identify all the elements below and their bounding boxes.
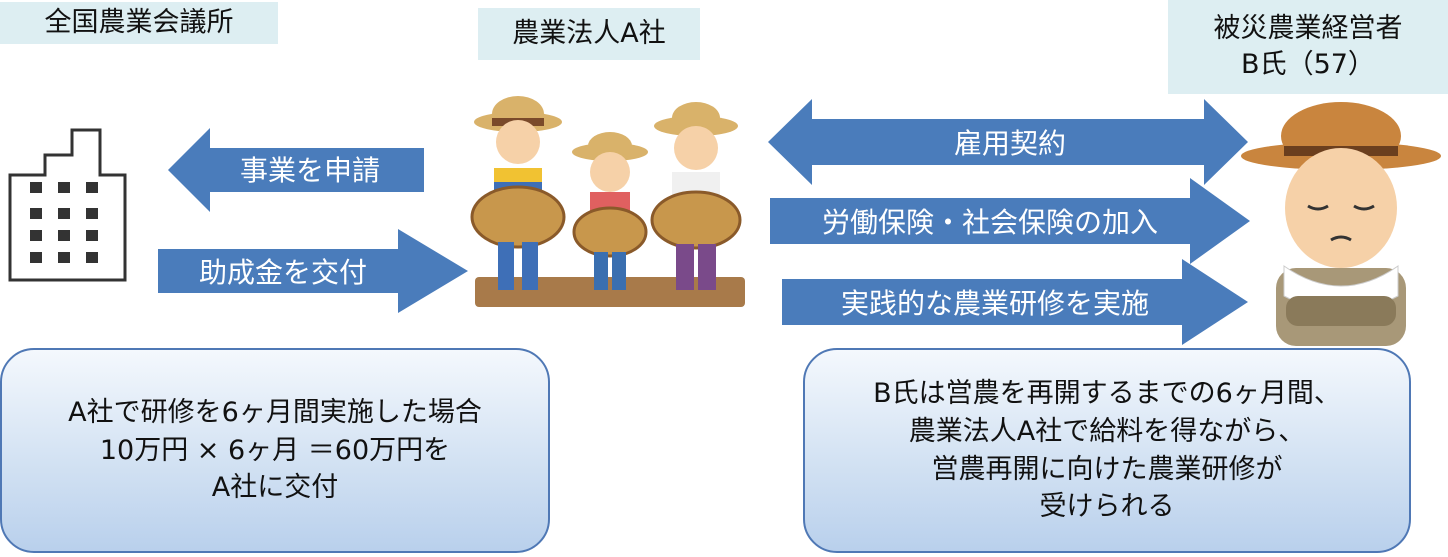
benefit-note-line3: 営農再開に向けた農業研修が [931,453,1283,485]
grant-calculation-note: A社で研修を6ヶ月間実施した場合 10万円 × 6ヶ月 ＝60万円を A社に交付 [0,348,550,553]
grant-arrow-label: 助成金を交付 [198,256,367,289]
employment-arrow-label: 雇用契約 [953,127,1066,160]
apply-arrow [168,128,424,212]
employment-arrow [768,99,1248,185]
insurance-arrow-label: 労働保険・社会保険の加入 [821,206,1158,239]
company-label: 農業法人A社 [478,8,700,60]
farmer-label-line2: B氏（57） [1241,49,1375,80]
benefit-note-line2: 農業法人A社で給料を得ながら、 [908,415,1306,447]
farmer-label: 被災農業経営者 B氏（57） [1168,0,1448,94]
farmer-label-line1: 被災農業経営者 [1213,12,1403,44]
farmers-group-illustration [470,96,745,307]
zenkoku-label: 全国農業会議所 [0,2,278,44]
grant-note-line3: A社に交付 [211,472,339,504]
apply-arrow-label: 事業を申請 [239,154,380,187]
farmer-benefit-note: B氏は営農を再開するまでの6ヶ月間、 農業法人A社で給料を得ながら、 営農再開に… [803,348,1411,553]
benefit-note-line1: B氏は営農を再開するまでの6ヶ月間、 [873,377,1341,409]
office-building-icon [8,128,127,282]
grant-arrow [158,229,468,313]
training-arrow [782,259,1248,345]
farmer-b-illustration [1241,102,1441,346]
benefit-note-line4: 受けられる [1039,491,1175,523]
grant-note-line2: 10万円 × 6ヶ月 ＝60万円を [99,434,451,466]
training-arrow-label: 実践的な農業研修を実施 [840,287,1149,320]
grant-note-line1: A社で研修を6ヶ月間実施した場合 [68,396,482,428]
insurance-arrow [770,178,1250,264]
